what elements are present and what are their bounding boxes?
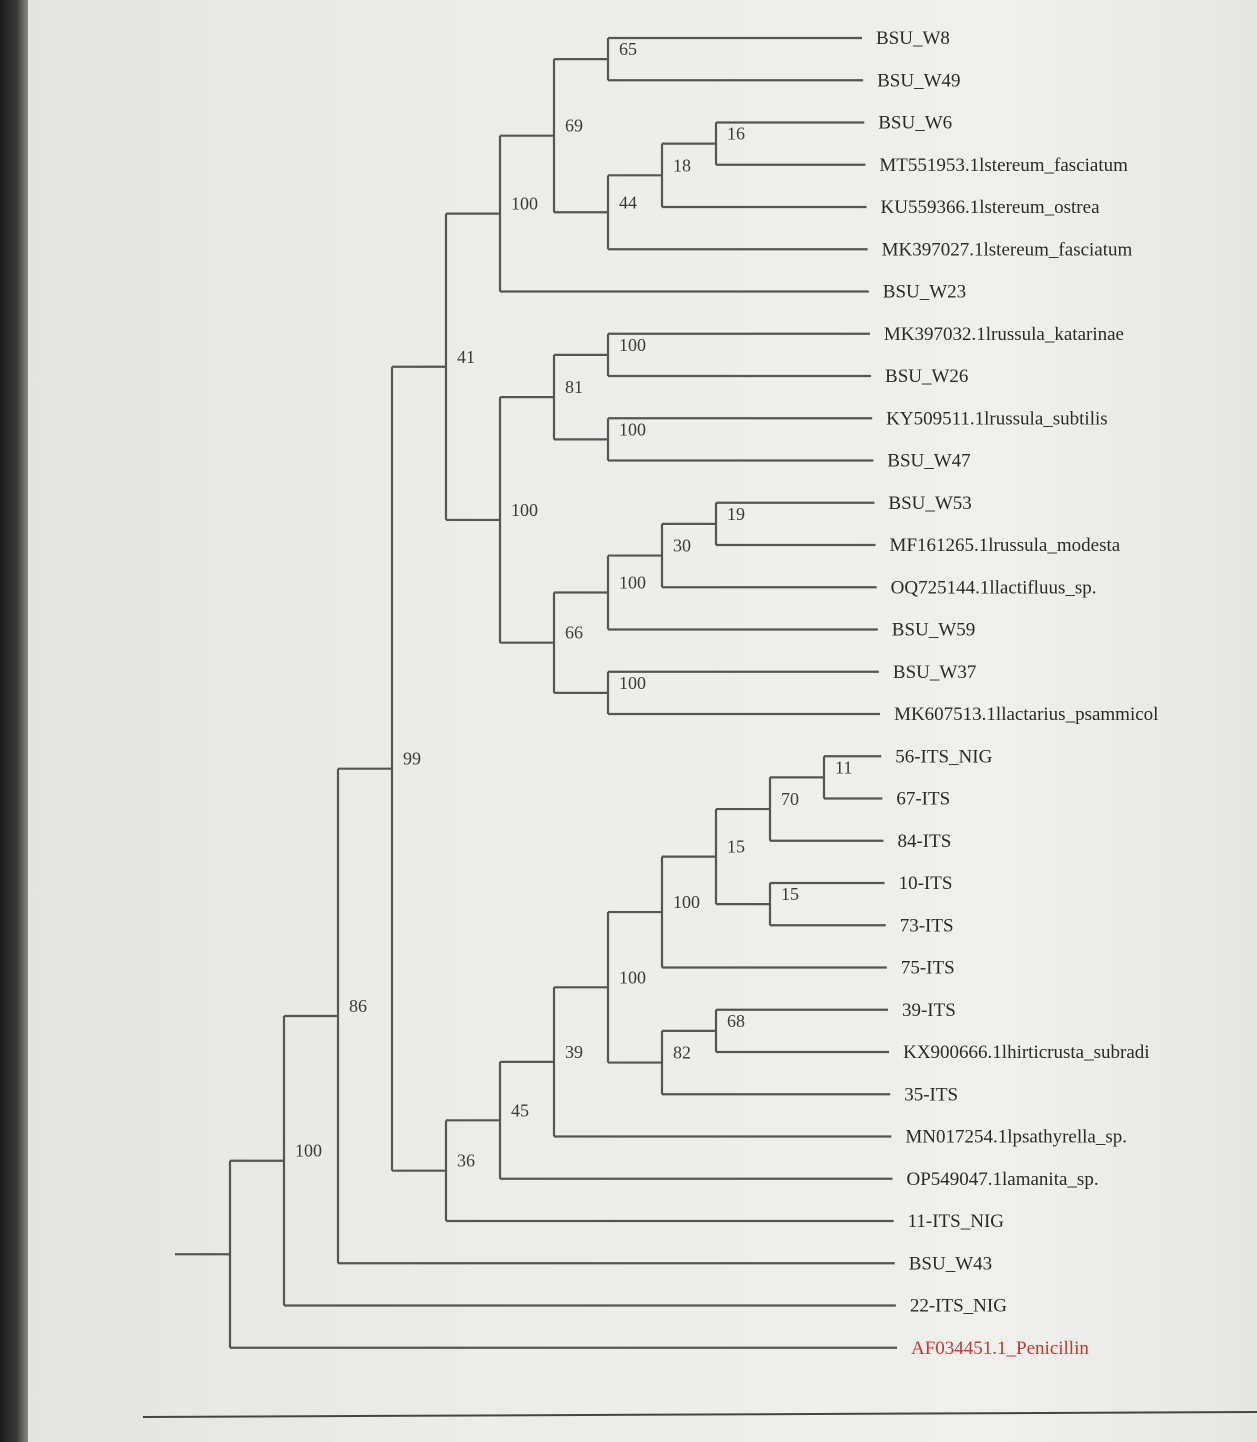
taxon-label: 75-ITS <box>901 958 955 979</box>
support-value: 100 <box>619 335 646 355</box>
support-value: 30 <box>673 536 691 556</box>
support-value: 81 <box>565 377 583 397</box>
taxon-labels: BSU_W8BSU_W49BSU_W6MT551953.1lstereum_fa… <box>876 28 1158 1359</box>
taxon-label: 73-ITS <box>900 915 954 936</box>
support-value: 65 <box>619 39 637 59</box>
taxon-label: MF161265.1lrussula_modesta <box>890 535 1121 556</box>
support-value: 70 <box>781 789 799 809</box>
taxon-label: KY509511.1lrussula_subtilis <box>886 408 1108 429</box>
outgroup-taxon-label: AF034451.1_Penicillin <box>911 1338 1089 1359</box>
support-value: 100 <box>619 419 646 439</box>
taxon-label: OP549047.1lamanita_sp. <box>906 1169 1098 1190</box>
support-value: 100 <box>511 194 538 214</box>
taxon-label: 67-ITS <box>896 789 950 810</box>
taxon-label: BSU_W59 <box>892 620 975 641</box>
support-value: 11 <box>835 757 852 777</box>
support-value: 18 <box>673 155 691 175</box>
taxon-label: 10-ITS <box>899 873 953 894</box>
monitor-bezel <box>0 0 28 1442</box>
support-value: 15 <box>781 884 799 904</box>
taxon-label: MK607513.1llactarius_psammicol <box>894 704 1158 725</box>
taxon-label: BSU_W49 <box>877 70 960 91</box>
support-value: 39 <box>565 1042 583 1062</box>
taxon-label: MK397032.1lrussula_katarinae <box>884 324 1124 345</box>
support-value: 15 <box>727 837 745 857</box>
support-value: 100 <box>619 967 646 987</box>
support-value: 69 <box>565 116 583 136</box>
taxon-label: BSU_W8 <box>876 28 950 49</box>
taxon-label: 39-ITS <box>902 1000 956 1021</box>
support-value: 68 <box>727 1011 745 1031</box>
taxon-label: BSU_W6 <box>878 113 952 134</box>
support-value: 86 <box>349 996 367 1016</box>
taxon-label: 56-ITS_NIG <box>895 746 992 767</box>
taxon-label: 84-ITS <box>897 831 951 852</box>
support-value: 19 <box>727 504 745 524</box>
support-value: 100 <box>295 1141 322 1161</box>
taxon-label: OQ725144.1llactifluus_sp. <box>891 577 1097 598</box>
support-value: 36 <box>457 1151 475 1171</box>
taxon-label: BSU_W43 <box>909 1253 992 1274</box>
support-values: 100 86 99 41 100 69 65 44 18 16 100 81 100 100 66 100 30… <box>295 39 852 1171</box>
taxon-label: 22-ITS_NIG <box>910 1296 1007 1317</box>
taxon-label: BSU_W53 <box>888 493 971 514</box>
taxon-label: KX900666.1lhirticrusta_subradi <box>903 1042 1149 1063</box>
support-value: 82 <box>673 1043 691 1063</box>
taxon-label: MN017254.1lpsathyrella_sp. <box>905 1127 1127 1148</box>
taxon-label: 35-ITS <box>904 1084 958 1105</box>
support-value: 99 <box>403 749 421 769</box>
taxon-label: BSU_W23 <box>883 282 966 303</box>
support-value: 16 <box>727 124 745 144</box>
support-value: 100 <box>673 892 700 912</box>
tree-branches <box>175 36 897 1349</box>
taxon-label: BSU_W37 <box>893 662 976 683</box>
support-value: 45 <box>511 1100 529 1120</box>
support-value: 41 <box>457 347 475 367</box>
support-value: 100 <box>619 573 646 593</box>
support-value: 66 <box>565 623 583 643</box>
scale-baseline <box>142 1411 1257 1418</box>
taxon-label: 11-ITS_NIG <box>908 1211 1005 1232</box>
support-value: 44 <box>619 192 637 212</box>
taxon-label: MK397027.1lstereum_fasciatum <box>882 239 1133 260</box>
support-value: 100 <box>511 500 538 520</box>
support-value: 100 <box>619 673 646 693</box>
taxon-label: BSU_W26 <box>885 366 968 387</box>
taxon-label: MT551953.1lstereum_fasciatum <box>879 155 1128 176</box>
taxon-label: KU559366.1lstereum_ostrea <box>881 197 1101 218</box>
taxon-label: BSU_W47 <box>887 451 970 472</box>
